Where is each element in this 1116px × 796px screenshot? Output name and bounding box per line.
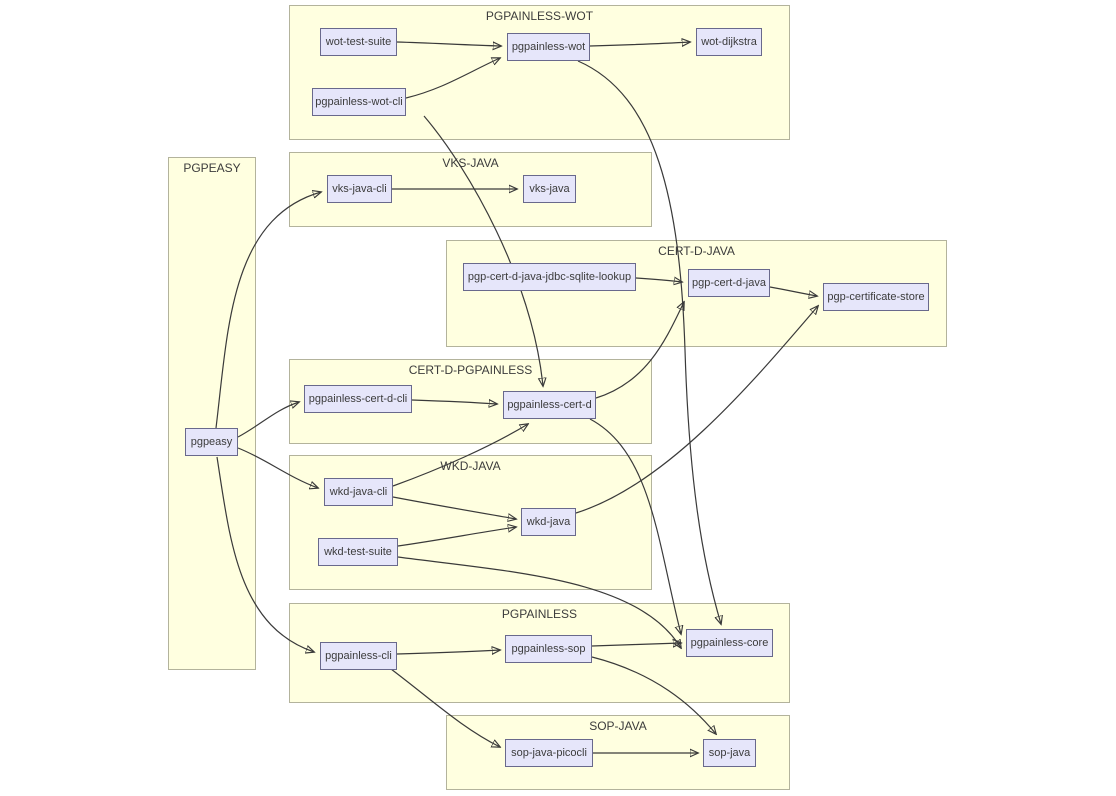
node-pgpainless-wot-cli: pgpainless-wot-cli <box>312 88 406 116</box>
node-wot-test-suite: wot-test-suite <box>320 28 397 56</box>
cluster-label: WKD-JAVA <box>440 459 501 473</box>
node-vks-java: vks-java <box>523 175 576 203</box>
cluster-wkd-java: WKD-JAVA <box>289 455 652 590</box>
cluster-label: CERT-D-JAVA <box>658 244 735 258</box>
node-wot-dijkstra: wot-dijkstra <box>696 28 762 56</box>
node-wkd-java-cli: wkd-java-cli <box>324 478 393 506</box>
node-vks-java-cli: vks-java-cli <box>327 175 392 203</box>
node-pgp-cert-d-java: pgp-cert-d-java <box>688 269 770 297</box>
node-pgpainless-wot: pgpainless-wot <box>507 33 590 61</box>
node-wkd-test-suite: wkd-test-suite <box>318 538 398 566</box>
cluster-label: VKS-JAVA <box>442 156 499 170</box>
node-pgp-cert-d-java-jdbc-sqlite-lookup: pgp-cert-d-java-jdbc-sqlite-lookup <box>463 263 636 291</box>
cluster-pgpeasy: PGPEASY <box>168 157 256 670</box>
node-pgp-certificate-store: pgp-certificate-store <box>823 283 929 311</box>
node-wkd-java: wkd-java <box>521 508 576 536</box>
cluster-pgpainless-wot: PGPAINLESS-WOT <box>289 5 790 140</box>
cluster-label: SOP-JAVA <box>589 719 647 733</box>
node-pgpainless-cert-d: pgpainless-cert-d <box>503 391 596 419</box>
cluster-label: PGPAINLESS <box>501 607 578 621</box>
cluster-label: PGPEASY <box>183 161 241 175</box>
cluster-label: CERT-D-PGPAINLESS <box>408 363 533 377</box>
node-pgpainless-core: pgpainless-core <box>686 629 773 657</box>
cluster-label: PGPAINLESS-WOT <box>485 9 594 23</box>
node-sop-java: sop-java <box>703 739 756 767</box>
node-pgpainless-sop: pgpainless-sop <box>505 635 592 663</box>
node-pgpeasy: pgpeasy <box>185 428 238 456</box>
node-pgpainless-cert-d-cli: pgpainless-cert-d-cli <box>304 385 412 413</box>
node-pgpainless-cli: pgpainless-cli <box>320 642 397 670</box>
node-sop-java-picocli: sop-java-picocli <box>505 739 593 767</box>
